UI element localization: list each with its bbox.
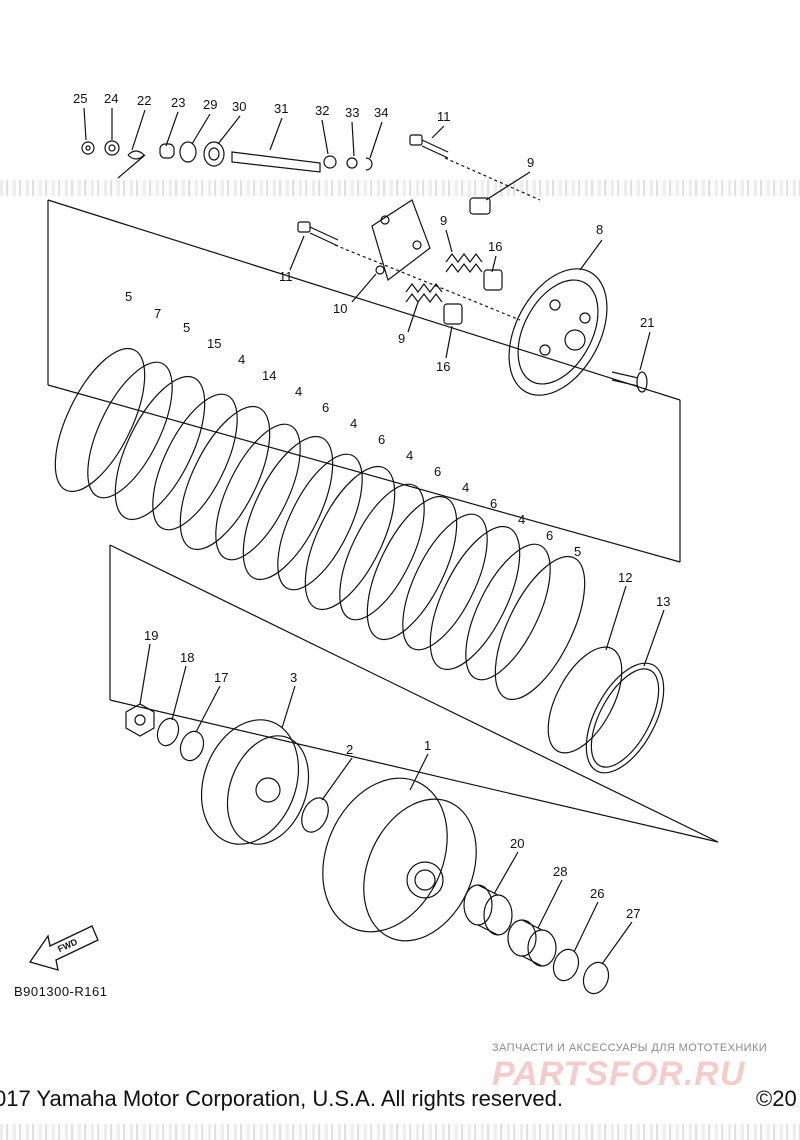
callout-20: 20: [510, 836, 524, 851]
callout-5-b: 5: [183, 320, 190, 335]
pin: [611, 371, 648, 393]
callout-34: 34: [374, 105, 388, 120]
wire-ring: [547, 646, 623, 754]
callout-16-low: 16: [436, 359, 450, 374]
callout-6-a: 6: [322, 400, 329, 415]
callout-25: 25: [73, 91, 87, 106]
callout-4-a: 4: [238, 352, 245, 367]
scan-artifact-bottom: [0, 1124, 800, 1140]
callout-19: 19: [144, 628, 158, 643]
push-rod-assembly: [81, 140, 373, 179]
callout-5-c: 5: [574, 544, 581, 559]
callout-6-c: 6: [434, 464, 441, 479]
clutch-boss: [200, 719, 310, 845]
callout-6-b: 6: [378, 432, 385, 447]
thrust-washer-27: [582, 961, 610, 995]
callout-21: 21: [640, 315, 654, 330]
callout-4-c: 4: [350, 416, 357, 431]
callout-16-top: 16: [488, 239, 502, 254]
needle-bearing: [463, 884, 513, 936]
callout-11-top: 11: [437, 109, 451, 124]
callout-3: 3: [290, 670, 297, 685]
callout-14: 14: [262, 368, 276, 383]
bolt-upper: [409, 134, 449, 159]
plate-group-line: [47, 384, 681, 563]
callout-29: 29: [203, 97, 217, 112]
callout-11-low: 11: [279, 269, 293, 284]
clutch-plate-stack: [54, 347, 586, 701]
callout-28: 28: [553, 864, 567, 879]
upper-group-line: [47, 199, 681, 401]
callout-10: 10: [333, 301, 347, 316]
thrust-washer: [301, 797, 329, 833]
callout-13: 13: [656, 594, 670, 609]
hub-group-line-bottom: [109, 699, 719, 843]
callout-9-top: 9: [527, 155, 534, 170]
callout-31: 31: [274, 101, 288, 116]
callout-2: 2: [346, 742, 353, 757]
cam-upper: [483, 269, 503, 291]
callout-6-d: 6: [490, 496, 497, 511]
copyright-notice: 017 Yamaha Motor Corporation, U.S.A. All…: [0, 1086, 564, 1111]
callout-33: 33: [345, 105, 359, 120]
callout-22: 22: [137, 93, 151, 108]
spacer: [507, 919, 557, 967]
scan-artifact-top: [0, 180, 800, 196]
diagram-code: B901300-R161: [14, 984, 108, 999]
callout-1: 1: [424, 738, 431, 753]
pressure-plate: [508, 268, 608, 396]
spring-cap-top: [469, 197, 491, 215]
watermark-caption: ЗАПЧАСТИ И АКСЕССУАРЫ ДЛЯ МОТОТЕХНИКИ: [492, 1042, 768, 1054]
retainer-plate: [371, 199, 431, 282]
thrust-washer-26: [552, 948, 580, 982]
clutch-spring-lower: [405, 283, 443, 303]
callout-4-d: 4: [406, 448, 413, 463]
callout-9-mid: 9: [440, 213, 447, 228]
callout-4-b: 4: [295, 384, 302, 399]
callout-15: 15: [207, 336, 221, 351]
primary-driven-gear: [322, 777, 477, 942]
damper-ring: [585, 662, 665, 774]
callout-23: 23: [171, 95, 185, 110]
callout-30: 30: [232, 99, 246, 114]
hub-group-line-top: [109, 544, 719, 843]
callout-7: 7: [154, 306, 161, 321]
lock-washer: [156, 717, 180, 747]
callout-26: 26: [590, 886, 604, 901]
callout-27: 27: [626, 906, 640, 921]
clutch-spring-upper: [445, 253, 483, 273]
callout-12: 12: [618, 570, 632, 585]
copyright-symbol: ©20: [756, 1086, 797, 1111]
callout-24: 24: [104, 91, 118, 106]
callout-17: 17: [214, 670, 228, 685]
washer: [179, 730, 205, 762]
callout-18: 18: [180, 650, 194, 665]
callout-32: 32: [315, 103, 329, 118]
fwd-arrow-icon: FWD: [28, 925, 99, 971]
callout-5-a: 5: [125, 289, 132, 304]
callout-4-f: 4: [518, 512, 525, 527]
callout-8: 8: [596, 222, 603, 237]
callout-9-low: 9: [398, 331, 405, 346]
cam-lower: [443, 303, 463, 325]
watermark-logo: PARTSFOR.RU: [492, 1055, 746, 1093]
callout-4-e: 4: [462, 480, 469, 495]
bolt-lower: [297, 221, 339, 247]
callout-6-e: 6: [546, 528, 553, 543]
